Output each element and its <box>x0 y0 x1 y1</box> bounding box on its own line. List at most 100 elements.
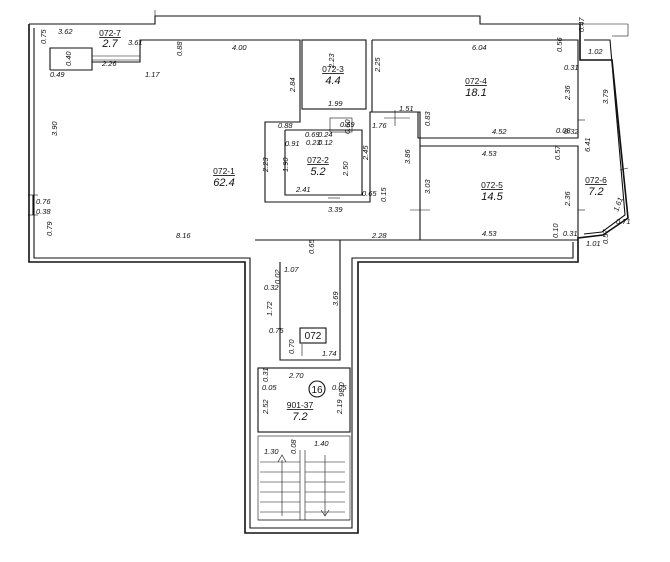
dimension-label: 0.36 <box>337 382 346 397</box>
dimension-label: 0.75 <box>269 326 284 335</box>
dimension-label: 2.70 <box>288 371 304 380</box>
dimension-label: 0.05 <box>262 383 277 392</box>
dimension-label: 2.45 <box>361 145 370 161</box>
stair-treads <box>260 454 345 517</box>
dimension-label: 1.76 <box>372 121 387 130</box>
svg-text:072-6: 072-6 <box>585 175 607 185</box>
dimension-label: 0.88 <box>278 121 293 130</box>
dimension-label: 0.88 <box>175 41 184 56</box>
dimension-label: 3.79 <box>601 89 610 104</box>
dimension-label: 3.90 <box>50 121 59 136</box>
dimension-label: 2.50 <box>341 161 350 177</box>
dimension-label: 1.90 <box>281 157 290 172</box>
dimension-label: 3.86 <box>403 149 412 164</box>
dimension-label: 0.02 <box>273 269 282 284</box>
dimension-label: 0.47 <box>577 17 586 32</box>
dimension-label: 2.36 <box>563 191 572 207</box>
dimension-label: 1.72 <box>265 301 274 316</box>
dimension-label: 2.25 <box>373 57 382 73</box>
dimension-label: 0.71 <box>616 217 631 226</box>
svg-text:5.2: 5.2 <box>310 166 325 178</box>
dimension-label: 4.00 <box>232 43 247 52</box>
plan-label: 072 <box>299 327 327 344</box>
dimension-label: 4.53 <box>482 229 497 238</box>
room-072-3-label: 072-3 4.4 <box>322 64 344 87</box>
dimension-label: 0.57 <box>601 229 610 244</box>
room-072-2-label: 072-2 5.2 <box>307 155 329 178</box>
dimension-label: 1.40 <box>314 439 329 448</box>
dimension-label: 1.07 <box>284 265 299 274</box>
stair-number: 16 <box>308 380 326 398</box>
dimension-label: 0.57 <box>553 145 562 160</box>
dimension-label: 0.31 <box>261 367 270 382</box>
room-072-4-label: 072-4 18.1 <box>465 76 487 99</box>
svg-text:072-2: 072-2 <box>307 155 329 165</box>
dimension-label: 0.49 <box>50 70 65 79</box>
dimension-label: 0.24 <box>318 130 333 139</box>
dimension-label: 0.08 <box>556 126 571 135</box>
dimension-label: 0.40 <box>64 51 73 66</box>
dimension-label: 2.26 <box>101 59 117 68</box>
dimension-label: 2.19 <box>335 399 344 415</box>
room-072-6-label: 072-6 7.2 <box>585 175 607 198</box>
svg-text:072-1: 072-1 <box>213 166 235 176</box>
room-072-5-label: 072-5 14.5 <box>481 180 503 203</box>
dimension-label: 3.69 <box>331 291 340 306</box>
dimension-label: 0.31 <box>564 63 579 72</box>
dimension-label: 0.08 <box>289 439 298 454</box>
svg-text:072-5: 072-5 <box>481 180 503 190</box>
exterior-walls <box>28 10 629 534</box>
dimension-label: 0.79 <box>45 221 54 236</box>
dimension-label: 2.41 <box>295 185 311 194</box>
svg-text:18.1: 18.1 <box>465 87 486 99</box>
svg-text:072-7: 072-7 <box>99 28 121 38</box>
dimension-label: 0.10 <box>551 223 560 238</box>
dimension-label: 3.61 <box>128 38 143 47</box>
svg-text:072-4: 072-4 <box>465 76 487 86</box>
svg-text:14.5: 14.5 <box>481 191 503 203</box>
dimension-label: 1.51 <box>399 104 414 113</box>
dimension-label: 2.23 <box>261 157 270 173</box>
room-072-7-label: 072-7 2.7 <box>99 28 121 50</box>
room-072-1-label: 072-1 62.4 <box>213 166 235 189</box>
openings <box>28 55 629 369</box>
dimension-label: 2.52 <box>261 399 270 415</box>
svg-text:072-3: 072-3 <box>322 64 344 74</box>
dimension-label: 0.69 <box>340 120 355 129</box>
dimension-label: 1.99 <box>328 99 343 108</box>
dimension-label: 0.38 <box>36 207 51 216</box>
dimension-label: 1.17 <box>145 70 160 79</box>
svg-text:072: 072 <box>305 331 322 342</box>
dimension-label: 1.30 <box>264 447 279 456</box>
svg-text:7.2: 7.2 <box>588 186 603 198</box>
room-901-37-label: 901-37 7.2 <box>287 400 314 423</box>
dimension-label: 1.74 <box>322 349 337 358</box>
dimension-label: 0.32 <box>564 127 579 136</box>
svg-text:7.2: 7.2 <box>292 411 307 423</box>
interior-walls <box>49 39 579 521</box>
dimension-label: 0.60 <box>343 119 352 134</box>
dimension-label: 0.69 <box>305 130 320 139</box>
dimension-labels: 3.62 0.75 3.61 2.26 0.40 0.49 1.17 0.88 … <box>36 17 631 456</box>
svg-text:4.4: 4.4 <box>325 75 340 87</box>
dimension-label: 2.23 <box>327 53 336 69</box>
dimension-label: 1.01 <box>586 239 601 248</box>
dimension-label: 0.31 <box>563 229 578 238</box>
dimension-label: 0.83 <box>423 111 432 126</box>
dimension-label: 0.32 <box>264 283 279 292</box>
dimension-label: 0.65 <box>362 189 377 198</box>
dimension-label: 2.28 <box>371 231 387 240</box>
svg-text:16: 16 <box>311 385 323 396</box>
svg-text:62.4: 62.4 <box>213 177 234 189</box>
dimension-label: 3.62 <box>58 27 73 36</box>
svg-text:2.7: 2.7 <box>101 38 118 50</box>
dimension-label: 4.52 <box>492 127 507 136</box>
dimension-label: 0.12 <box>318 138 333 147</box>
dimension-label: 0.56 <box>555 37 564 52</box>
dimension-label: 2.84 <box>288 77 297 93</box>
dimension-label: 3.03 <box>423 179 432 194</box>
dimension-label: 0.05 <box>332 383 347 392</box>
dimension-label: 0.75 <box>39 29 48 44</box>
dimension-label: 4.53 <box>482 149 497 158</box>
